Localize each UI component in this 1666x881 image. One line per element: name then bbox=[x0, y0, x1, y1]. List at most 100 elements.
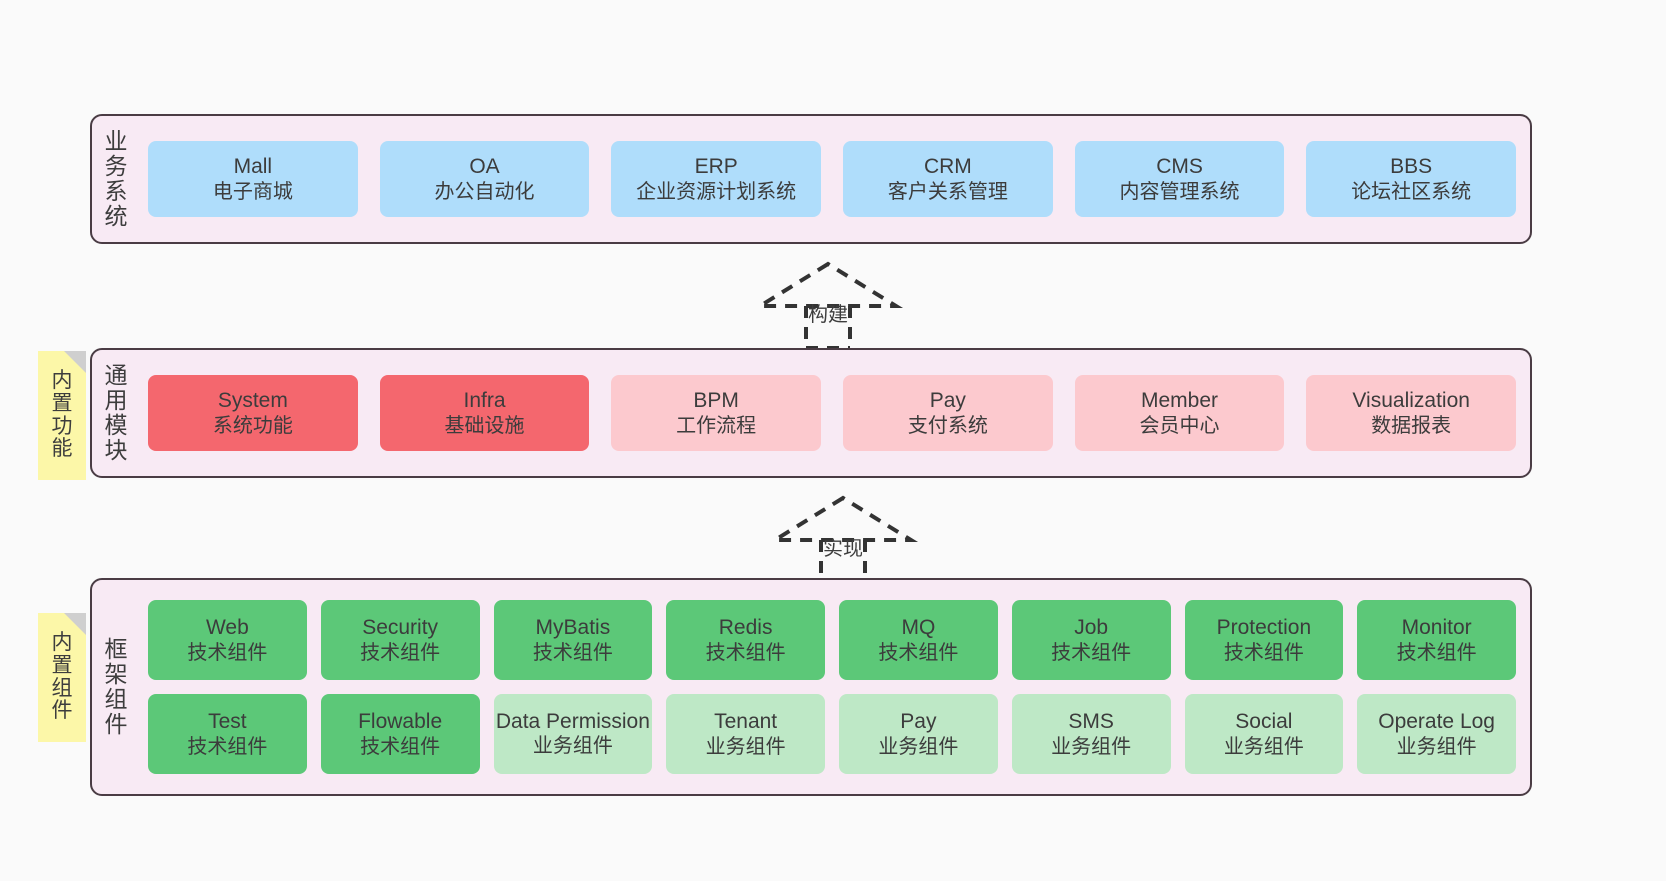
card-title: MQ bbox=[901, 616, 936, 639]
card-title: Mall bbox=[233, 155, 273, 178]
card-crm[interactable]: CRM 客户关系管理 bbox=[843, 141, 1053, 217]
card-title: CMS bbox=[1156, 155, 1203, 178]
card-erp[interactable]: ERP 企业资源计划系统 bbox=[611, 141, 822, 217]
card-subtitle: 业务组件 bbox=[1051, 735, 1132, 758]
card-title: MyBatis bbox=[535, 616, 611, 639]
card-mq[interactable]: MQ 技术组件 bbox=[839, 600, 998, 680]
layer-body-framework-component: Web 技术组件 Security 技术组件 MyBatis 技术组件 Redi… bbox=[140, 580, 1530, 794]
card-subtitle: 系统功能 bbox=[212, 414, 293, 437]
card-subtitle: 电子商城 bbox=[212, 180, 293, 203]
layer-title-framework-component: 框架组件 bbox=[104, 636, 128, 737]
card-subtitle: 数据报表 bbox=[1371, 414, 1452, 437]
card-bbs[interactable]: BBS 论坛社区系统 bbox=[1306, 141, 1517, 217]
card-row: Web 技术组件 Security 技术组件 MyBatis 技术组件 Redi… bbox=[148, 600, 1516, 680]
note-builtin-components: 内置组件 bbox=[38, 613, 86, 742]
card-social[interactable]: Social 业务组件 bbox=[1184, 694, 1344, 774]
card-title: BPM bbox=[693, 389, 739, 412]
layer-title-business-system: 业务系统 bbox=[104, 128, 128, 229]
card-subtitle: 技术组件 bbox=[187, 641, 268, 664]
card-sms[interactable]: SMS 业务组件 bbox=[1011, 694, 1171, 774]
card-subtitle: 客户关系管理 bbox=[887, 180, 1008, 203]
card-title: Test bbox=[208, 710, 247, 733]
card-member[interactable]: Member 会员中心 bbox=[1074, 375, 1285, 451]
card-title: Job bbox=[1074, 616, 1109, 639]
card-subtitle: 业务组件 bbox=[532, 734, 613, 757]
card-row: Mall 电子商城 OA 办公自动化 ERP 企业资源计划系统 CRM 客户关系… bbox=[148, 141, 1517, 217]
card-operate-log[interactable]: Operate Log 业务组件 bbox=[1357, 694, 1516, 774]
card-subtitle: 技术组件 bbox=[1223, 641, 1304, 664]
card-monitor[interactable]: Monitor 技术组件 bbox=[1357, 600, 1516, 680]
card-subtitle: 会员中心 bbox=[1139, 414, 1220, 437]
generalization-arrow-icon bbox=[767, 495, 919, 584]
card-subtitle: 技术组件 bbox=[360, 641, 441, 664]
card-subtitle: 业务组件 bbox=[878, 735, 959, 758]
card-subtitle: 基础设施 bbox=[444, 414, 525, 437]
card-title: Data Permission bbox=[495, 709, 650, 733]
card-flowable[interactable]: Flowable 技术组件 bbox=[320, 694, 480, 774]
card-subtitle: 内容管理系统 bbox=[1119, 180, 1240, 203]
card-web[interactable]: Web 技术组件 bbox=[148, 600, 307, 680]
note-text: 内置组件 bbox=[51, 631, 73, 723]
card-title: Protection bbox=[1216, 616, 1312, 639]
card-title: Visualization bbox=[1352, 389, 1470, 412]
card-title: System bbox=[217, 389, 288, 412]
card-subtitle: 支付系统 bbox=[907, 414, 988, 437]
card-title: CRM bbox=[923, 155, 972, 178]
card-subtitle: 论坛社区系统 bbox=[1351, 180, 1472, 203]
card-subtitle: 办公自动化 bbox=[434, 180, 535, 203]
card-title: Flowable bbox=[358, 710, 443, 733]
note-text: 内置功能 bbox=[51, 369, 73, 461]
card-subtitle: 技术组件 bbox=[360, 735, 441, 758]
card-subtitle: 技术组件 bbox=[187, 735, 268, 758]
card-title: Redis bbox=[718, 616, 773, 639]
card-oa[interactable]: OA 办公自动化 bbox=[379, 141, 590, 217]
card-test[interactable]: Test 技术组件 bbox=[148, 694, 307, 774]
card-data-permission[interactable]: Data Permission 业务组件 bbox=[493, 694, 653, 774]
card-title: Pay bbox=[929, 389, 966, 412]
card-security[interactable]: Security 技术组件 bbox=[320, 600, 480, 680]
layer-common-module: 通用模块 System 系统功能 Infra 基础设施 BPM 工作流程 Pay… bbox=[90, 348, 1532, 478]
card-title: ERP bbox=[694, 155, 738, 178]
card-redis[interactable]: Redis 技术组件 bbox=[666, 600, 825, 680]
card-mall[interactable]: Mall 电子商城 bbox=[148, 141, 358, 217]
card-title: Member bbox=[1141, 389, 1219, 412]
layer-body-common-module: System 系统功能 Infra 基础设施 BPM 工作流程 Pay 支付系统… bbox=[140, 350, 1530, 476]
card-title: Social bbox=[1235, 710, 1293, 733]
card-subtitle: 业务组件 bbox=[705, 735, 786, 758]
card-infra[interactable]: Infra 基础设施 bbox=[379, 375, 590, 451]
card-row: System 系统功能 Infra 基础设施 BPM 工作流程 Pay 支付系统… bbox=[148, 375, 1517, 451]
card-protection[interactable]: Protection 技术组件 bbox=[1184, 600, 1344, 680]
card-subtitle: 技术组件 bbox=[878, 641, 959, 664]
card-title: SMS bbox=[1068, 710, 1114, 733]
card-title: Monitor bbox=[1401, 616, 1472, 639]
card-pay-module[interactable]: Pay 支付系统 bbox=[843, 375, 1053, 451]
card-tenant[interactable]: Tenant 业务组件 bbox=[666, 694, 825, 774]
card-subtitle: 工作流程 bbox=[676, 414, 757, 437]
card-title: OA bbox=[469, 155, 500, 178]
card-title: BBS bbox=[1390, 155, 1433, 178]
connector-implement: 实现 bbox=[765, 492, 925, 584]
note-fold-icon bbox=[64, 613, 86, 635]
card-bpm[interactable]: BPM 工作流程 bbox=[611, 375, 822, 451]
card-pay-component[interactable]: Pay 业务组件 bbox=[839, 694, 998, 774]
connector-label-build: 构建 bbox=[808, 304, 848, 326]
card-title: Pay bbox=[900, 710, 937, 733]
card-system[interactable]: System 系统功能 bbox=[148, 375, 358, 451]
card-title: Tenant bbox=[714, 710, 778, 733]
card-subtitle: 技术组件 bbox=[705, 641, 786, 664]
layer-business-system: 业务系统 Mall 电子商城 OA 办公自动化 ERP 企业资源计划系统 CRM… bbox=[90, 114, 1532, 244]
note-builtin-features: 内置功能 bbox=[38, 351, 86, 480]
card-subtitle: 业务组件 bbox=[1396, 735, 1477, 758]
card-subtitle: 企业资源计划系统 bbox=[636, 180, 797, 203]
card-title: Infra bbox=[463, 389, 506, 412]
card-visualization[interactable]: Visualization 数据报表 bbox=[1306, 375, 1517, 451]
card-cms[interactable]: CMS 内容管理系统 bbox=[1074, 141, 1285, 217]
layer-body-business-system: Mall 电子商城 OA 办公自动化 ERP 企业资源计划系统 CRM 客户关系… bbox=[140, 116, 1530, 242]
card-mybatis[interactable]: MyBatis 技术组件 bbox=[493, 600, 653, 680]
card-title: Web bbox=[205, 616, 249, 639]
card-title: Operate Log bbox=[1378, 710, 1495, 733]
card-job[interactable]: Job 技术组件 bbox=[1011, 600, 1171, 680]
layer-framework-component: 框架组件 Web 技术组件 Security 技术组件 MyBatis 技术组件… bbox=[90, 578, 1532, 796]
card-subtitle: 技术组件 bbox=[1051, 641, 1132, 664]
card-title: Security bbox=[362, 616, 439, 639]
